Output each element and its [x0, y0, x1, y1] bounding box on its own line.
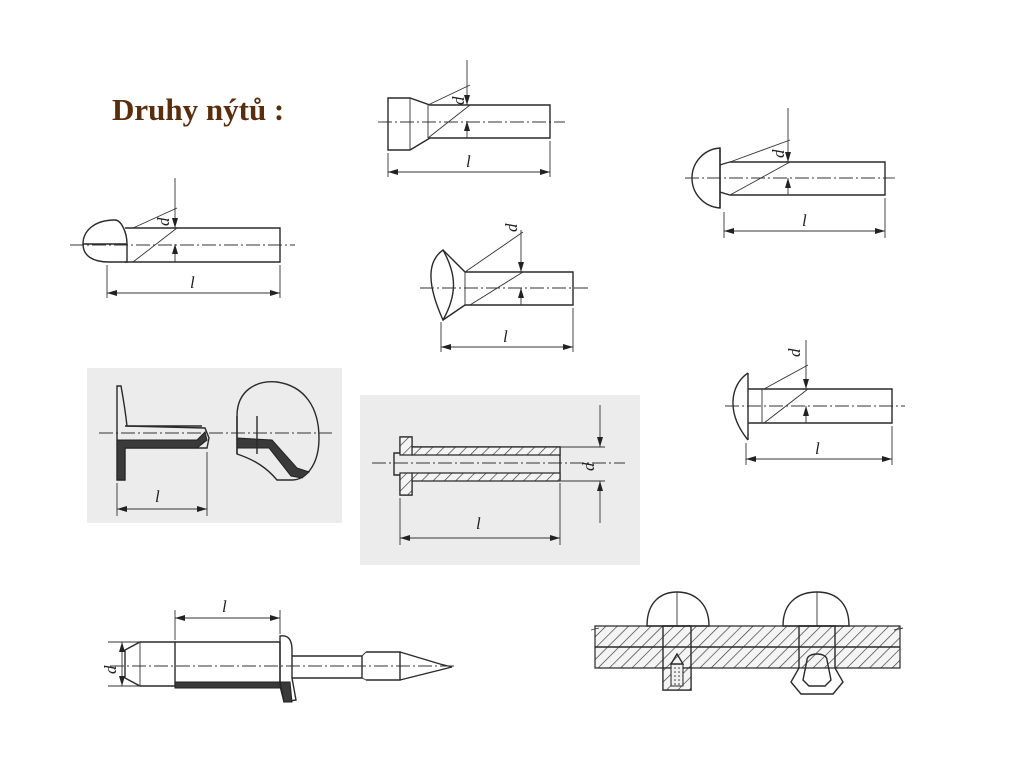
rivet-mushroom-head-diagram: d l [725, 340, 905, 465]
rivet-flat-round-head-diagram: d l [685, 108, 895, 238]
diameter-label: d [769, 149, 788, 158]
diameter-label: d [154, 217, 173, 226]
length-label: l [190, 273, 195, 292]
length-label: l [155, 487, 160, 506]
rivet-tubular-section-panel: l [87, 368, 342, 523]
diameter-label: d [502, 223, 521, 232]
rivet-blind-pop-diagram: l d [101, 597, 455, 703]
length-label: l [476, 514, 481, 533]
slide-title: Druhy nýtů : [112, 92, 285, 127]
rivet-oval-countersunk-diagram: d l [420, 223, 590, 352]
length-label: l [815, 439, 820, 458]
diameter-label: d [785, 348, 804, 357]
length-label: l [466, 152, 471, 171]
rivet-hollow-tubular-diagram: d l [360, 395, 640, 565]
length-label: l [222, 597, 227, 616]
riveted-joint-section-diagram [590, 591, 904, 695]
rivet-countersunk-diagram: d l [378, 60, 565, 177]
rivet-round-head-diagram: d l [70, 178, 295, 298]
diameter-label: d [449, 96, 468, 105]
length-label: l [503, 327, 508, 346]
diameter-label: d [101, 665, 120, 674]
diameter-label: d [579, 462, 598, 471]
length-label: l [802, 211, 807, 230]
